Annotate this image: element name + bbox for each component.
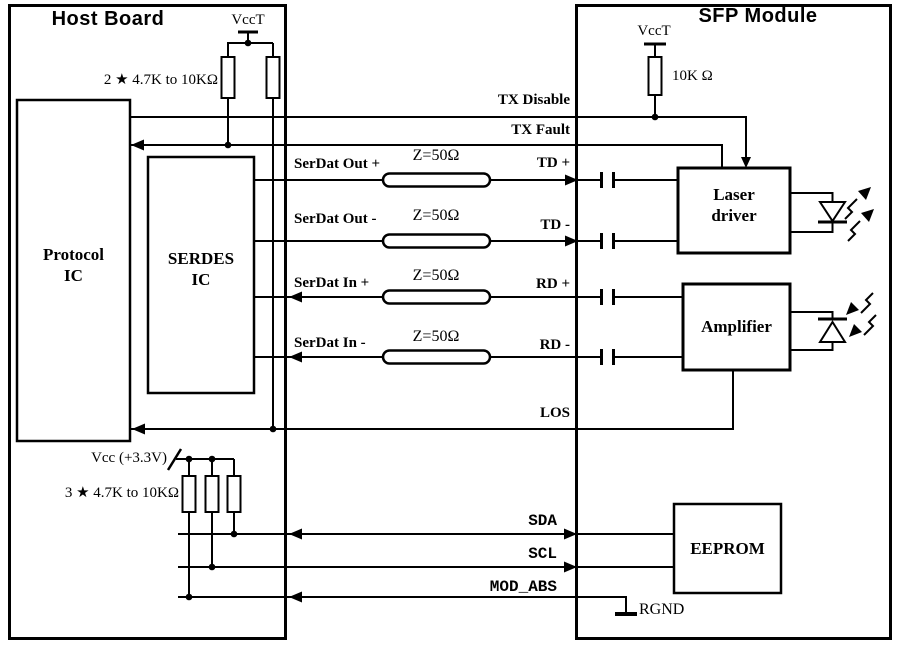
serdat-out-minus-label: SerDat Out -	[294, 211, 377, 227]
coupling-capacitor-icon	[600, 233, 615, 249]
coupling-capacitor-icon	[600, 172, 615, 188]
serdat-in-plus-label: SerDat In +	[294, 275, 370, 291]
los-wire	[131, 370, 734, 435]
vcc33-pullups-icon	[166, 448, 242, 601]
tx-fault-label: TX Fault	[511, 122, 570, 138]
vcc33-label: Vcc (+3.3V)	[91, 450, 167, 466]
vcct-label-sfp: VccT	[637, 23, 671, 39]
transmission-line-icon	[381, 289, 492, 305]
rd-plus-wire	[254, 289, 683, 305]
tx-disable-wire	[130, 116, 751, 168]
coupling-capacitor-icon	[600, 349, 615, 365]
rgnd-label: RGND	[639, 601, 685, 618]
sfp-vcct-pullup-icon	[644, 42, 666, 121]
transmission-line-icon	[381, 349, 492, 365]
protocol-ic-line2: IC	[64, 266, 83, 286]
transmission-line-icon	[381, 172, 492, 188]
host-vcct-pullups-icon	[220, 30, 281, 433]
amplifier-label: Amplifier	[701, 317, 772, 336]
laser-driver-line2: driver	[711, 206, 757, 226]
td-plus-label: TD +	[536, 155, 570, 171]
serdat-out-plus-label: SerDat Out +	[294, 156, 381, 172]
tx-disable-label: TX Disable	[497, 92, 570, 108]
impedance-label: Z=50Ω	[412, 267, 460, 284]
vcc33-pullup-value: 3 ★ 4.7K to 10KΩ	[64, 485, 179, 501]
sfp-pullup-value: 10K Ω	[672, 68, 713, 84]
los-label: LOS	[539, 405, 570, 421]
sda-label: SDA	[528, 512, 557, 530]
protocol-ic-line1: Protocol	[42, 245, 105, 264]
td-plus-wire	[254, 172, 678, 188]
mod-abs-wire	[178, 591, 637, 616]
protocol-ic-box	[15, 98, 132, 443]
sda-wire	[178, 528, 674, 540]
eeprom-box	[672, 502, 783, 595]
laser-diode-icon	[790, 192, 847, 233]
eeprom-label: EEPROM	[690, 539, 765, 558]
mod-abs-label: MOD_ABS	[489, 578, 557, 596]
scl-wire	[178, 561, 674, 573]
serdes-ic-label: SERDES IC	[148, 248, 254, 291]
serdes-ic-box	[146, 155, 256, 395]
emitted-light-arrows-icon	[844, 187, 874, 242]
host-pullup-value: 2 ★ 4.7K to 10KΩ	[103, 72, 218, 88]
photodiode-icon	[790, 311, 847, 351]
td-minus-wire	[254, 233, 678, 249]
sfp-module-title: SFP Module	[698, 5, 818, 27]
transmission-line-icon	[381, 233, 492, 249]
impedance-label: Z=50Ω	[412, 207, 460, 224]
tx-fault-wire	[131, 139, 723, 167]
impedance-label: Z=50Ω	[412, 147, 460, 164]
rd-plus-label: RD +	[536, 276, 570, 292]
td-minus-label: TD -	[540, 217, 570, 233]
incoming-light-arrows-icon	[846, 292, 877, 337]
coupling-capacitor-icon	[600, 289, 615, 305]
host-board-title: Host Board	[51, 8, 165, 30]
serdat-in-minus-label: SerDat In -	[294, 335, 366, 351]
impedance-label: Z=50Ω	[412, 328, 460, 345]
laser-driver-box	[676, 166, 792, 255]
serdes-ic-line2: IC	[191, 270, 211, 290]
vcct-label-host: VccT	[231, 12, 265, 28]
serdes-ic-line1: SERDES	[167, 249, 235, 268]
rd-minus-wire	[254, 349, 683, 365]
laser-driver-line1: Laser	[713, 185, 755, 204]
scl-label: SCL	[528, 545, 557, 563]
amplifier-box	[681, 282, 792, 372]
rd-minus-label: RD -	[539, 337, 570, 353]
protocol-ic-label: Protocol IC	[17, 244, 130, 287]
laser-driver-label: Laser driver	[678, 184, 790, 227]
